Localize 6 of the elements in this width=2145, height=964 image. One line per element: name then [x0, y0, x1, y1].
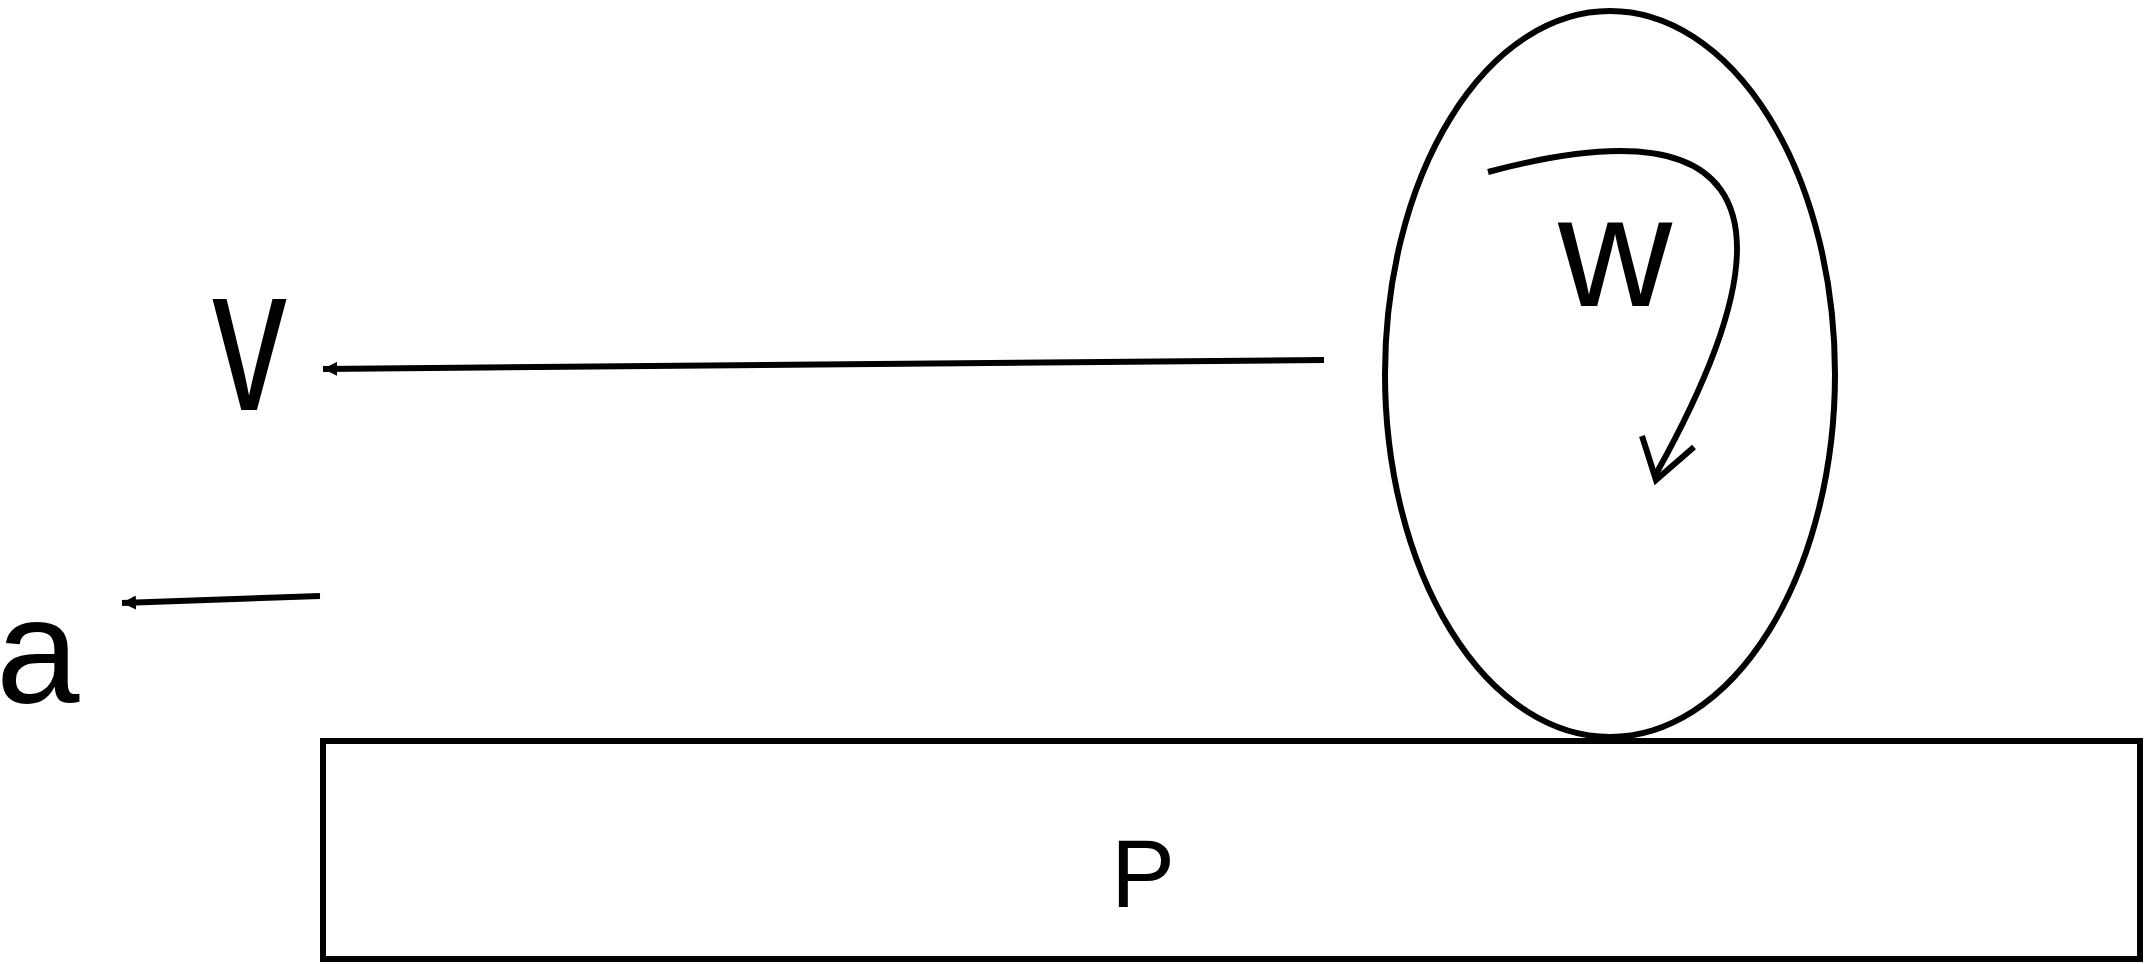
ball-circle [1382, 8, 1838, 740]
plank-box [320, 738, 2143, 962]
velocity-label: v [212, 232, 287, 442]
acceleration-label: a [0, 576, 80, 726]
angular-velocity-label: w [1558, 172, 1673, 330]
plank-label: P [1111, 826, 1176, 922]
